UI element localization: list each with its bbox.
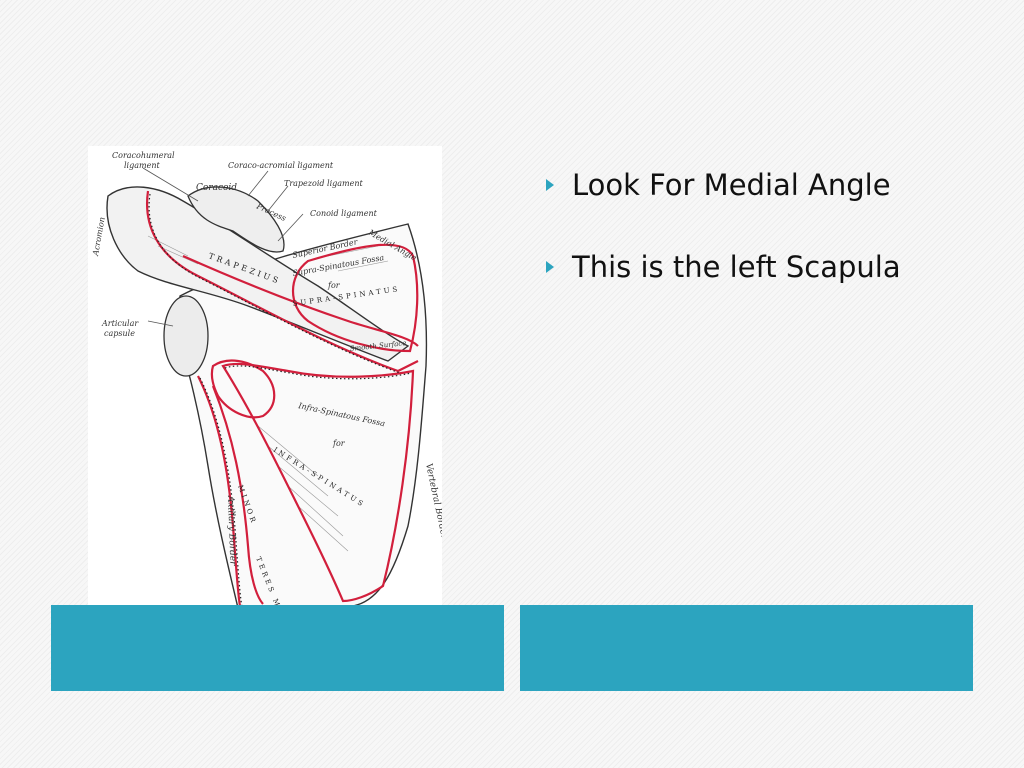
label-ligament: ligament xyxy=(124,161,160,170)
scapula-illustration: Coracohumeral ligament Coraco-acromial l… xyxy=(88,146,442,608)
scapula-drawing: Coracohumeral ligament Coraco-acromial l… xyxy=(91,151,442,608)
bullet-text: Look For Medial Angle xyxy=(572,168,891,202)
label-coracoid: Coracoid xyxy=(196,183,237,193)
label-coraco-acromial: Coraco-acromial ligament xyxy=(228,161,334,170)
coracoid-outline xyxy=(187,186,285,253)
footer-bar-right xyxy=(520,605,973,691)
label-coracohumeral: Coracohumeral xyxy=(112,151,175,160)
label-trapezoid: Trapezoid ligament xyxy=(284,179,364,188)
label-capsule: capsule xyxy=(104,329,135,338)
leader-lines xyxy=(142,167,304,327)
acromion-outline xyxy=(106,186,410,362)
label-for-infra: for xyxy=(332,439,346,448)
label-acromion: Acromion xyxy=(91,216,107,257)
bullet-list: Look For Medial Angle This is the left S… xyxy=(544,160,1004,324)
hatching xyxy=(147,235,389,552)
label-axillary-border: Axillary Border xyxy=(225,495,237,567)
dotted-outlines xyxy=(148,193,412,607)
label-articular: Articular xyxy=(101,319,139,328)
footer-bar-left xyxy=(51,605,504,691)
bullet-item: Look For Medial Angle xyxy=(544,160,1004,210)
triangle-bullet-icon xyxy=(546,261,554,273)
label-vertebral-border: Vertebral Border xyxy=(423,463,442,541)
bullet-text: This is the left Scapula xyxy=(572,250,901,284)
label-for-supra: for xyxy=(327,281,341,290)
triangle-bullet-icon xyxy=(546,179,554,191)
bullet-item: This is the left Scapula xyxy=(544,242,1004,292)
label-conoid: Conoid ligament xyxy=(310,209,378,218)
glenoid-outline xyxy=(163,295,209,377)
muscle-attachment-lines xyxy=(146,190,419,607)
